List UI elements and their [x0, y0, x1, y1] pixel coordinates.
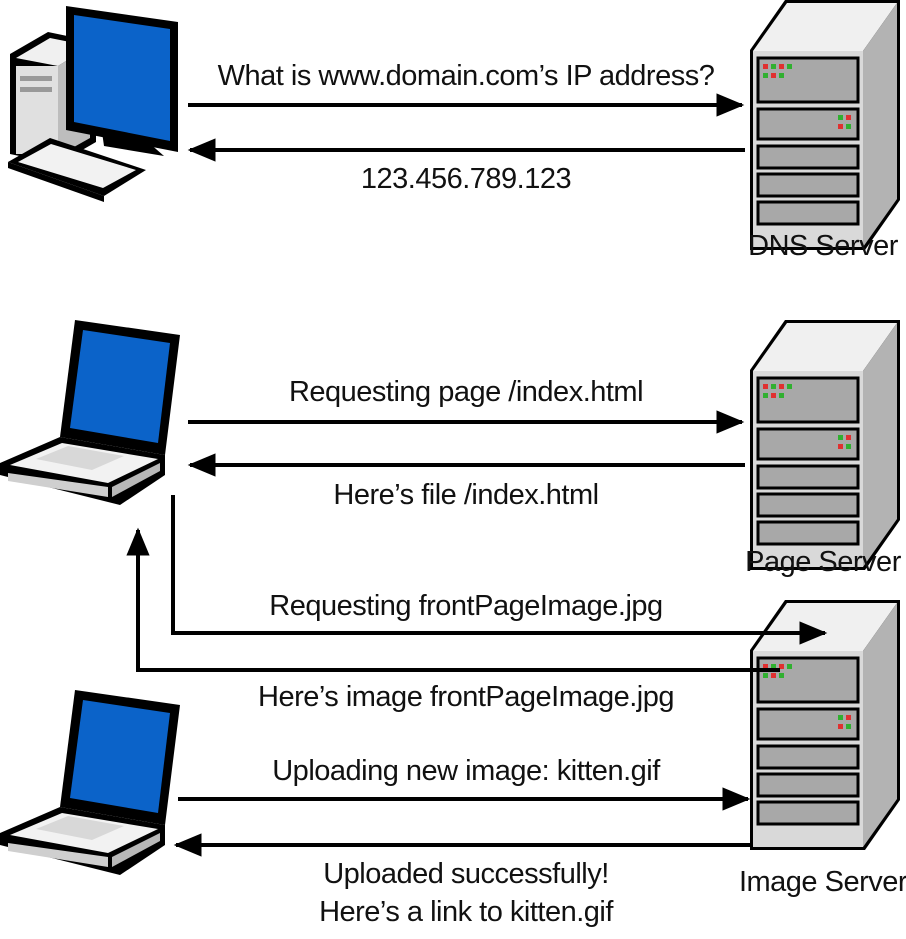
image-server-icon — [748, 598, 902, 852]
desktop-computer-icon — [8, 6, 178, 202]
image-server-label: Image Server — [738, 866, 906, 898]
page-server-label: Page Server — [745, 546, 901, 578]
dns-server-icon — [748, 0, 902, 252]
image-request-label: Requesting frontPageImage.jpg — [269, 590, 663, 622]
dns-server-label: DNS Server — [748, 230, 898, 262]
upload-reply-line2: Here’s a link to kitten.gif — [319, 896, 613, 928]
dns-query-label: What is www.domain.com’s IP address? — [217, 60, 715, 92]
image-request-arrow — [171, 495, 828, 645]
page-request-label: Requesting page /index.html — [288, 376, 644, 408]
dns-reply-label: 123.456.789.123 — [360, 163, 572, 195]
laptop-icon — [0, 690, 180, 875]
page-server-icon — [748, 318, 902, 572]
page-reply-label: Here’s file /index.html — [333, 479, 599, 511]
upload-request-label: Uploading new image: kitten.gif — [272, 755, 660, 787]
image-reply-label: Here’s image frontPageImage.jpg — [258, 681, 675, 713]
image-reply-arrow — [126, 527, 780, 672]
laptop-icon — [0, 320, 180, 505]
upload-reply-line1: Uploaded successfully! — [323, 858, 609, 890]
